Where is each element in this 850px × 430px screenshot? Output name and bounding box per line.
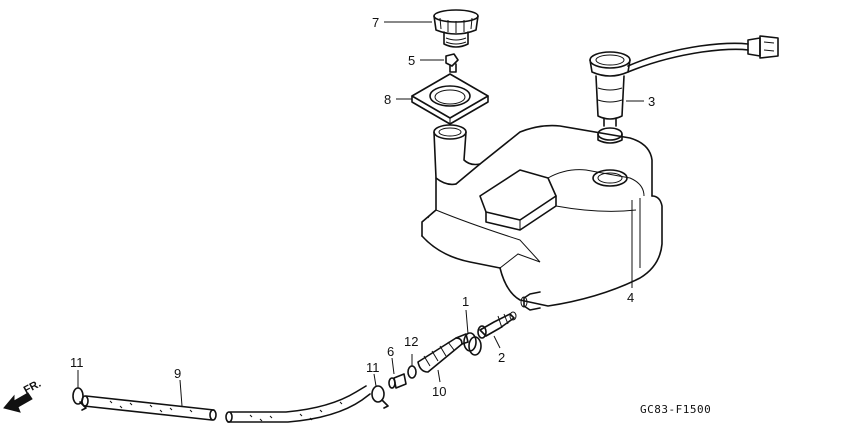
o-ring-part-1 xyxy=(463,332,482,356)
callout-8: 8 xyxy=(384,92,391,107)
callout-4: 4 xyxy=(627,290,634,305)
diagram-code: GC83-F1500 xyxy=(640,403,711,416)
hose-clip-part-11-right xyxy=(371,385,389,409)
joint-part-6 xyxy=(388,373,407,389)
callout-11-left: 11 xyxy=(70,355,84,370)
fuel-joint-part-2 xyxy=(477,311,517,339)
callout-1: 1 xyxy=(462,294,469,309)
callout-12: 12 xyxy=(404,334,418,349)
fuel-cap-part-7 xyxy=(433,9,479,48)
o-ring-part-12 xyxy=(407,365,417,379)
leader-6 xyxy=(391,357,395,375)
callout-2: 2 xyxy=(498,350,505,365)
leader-10 xyxy=(437,369,441,383)
leader-1 xyxy=(465,309,469,335)
callout-5: 5 xyxy=(408,53,415,68)
fuel-tank-part-4 xyxy=(421,124,663,311)
front-direction-label: FR. xyxy=(22,378,43,397)
callout-3: 3 xyxy=(648,94,655,109)
leader-2 xyxy=(493,335,501,349)
fuel-strainer-part-10 xyxy=(417,333,469,373)
leader-11-right xyxy=(373,373,377,387)
callout-10: 10 xyxy=(432,384,446,399)
leader-9 xyxy=(179,379,183,407)
callout-6: 6 xyxy=(387,344,394,359)
callout-11-right: 11 xyxy=(366,360,380,375)
callout-7: 7 xyxy=(372,15,379,30)
fuel-gauge-part-3 xyxy=(589,35,779,144)
callout-9: 9 xyxy=(174,366,181,381)
filter-clip-part-5 xyxy=(445,53,459,73)
front-direction-arrow-icon xyxy=(3,392,33,413)
fuel-tube-part-9 xyxy=(81,385,371,423)
gasket-part-8 xyxy=(411,73,489,125)
